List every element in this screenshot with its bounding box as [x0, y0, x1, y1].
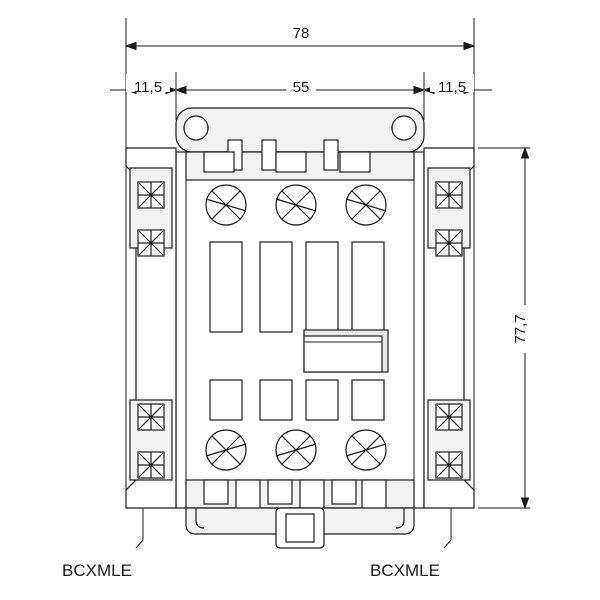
dimension-right-margin: 11,5	[422, 74, 492, 96]
center-nameplate-block	[303, 329, 389, 373]
terminal-screw-bottom-1	[205, 429, 247, 471]
din-rail-latch	[185, 507, 415, 549]
dimension-right-115-text: 11,5	[438, 79, 466, 96]
callout-leader-lines	[135, 508, 452, 549]
bottom-power-terminal-screws	[205, 429, 387, 471]
screw-lower-right-1	[435, 403, 463, 431]
top-terminal-cover	[175, 107, 425, 153]
screw-upper-left-1	[137, 181, 165, 209]
screw-lower-right-2	[435, 451, 463, 479]
screw-lower-left-1	[137, 403, 165, 431]
top-terminal-slots	[203, 139, 371, 173]
dimension-777-text: 77,7	[512, 314, 529, 343]
screw-upper-right-2	[435, 229, 463, 257]
screw-lower-left-2	[137, 451, 165, 479]
top-power-terminal-screws	[205, 184, 387, 226]
terminal-screw-top-2	[275, 184, 317, 226]
dimension-left-margin: 11,5	[110, 74, 178, 96]
dimension-left-115-text: 11,5	[134, 79, 162, 96]
dimension-78-text: 78	[293, 25, 310, 42]
dimension-overall-height: 77,7	[512, 146, 534, 510]
terminal-screw-top-1	[205, 184, 247, 226]
dimension-55-text: 55	[293, 79, 310, 96]
terminal-screw-top-3	[345, 184, 387, 226]
screw-upper-left-2	[137, 229, 165, 257]
terminal-screw-bottom-3	[345, 429, 387, 471]
screw-upper-right-1	[435, 181, 463, 209]
bracket-screws	[137, 181, 463, 479]
callout-label-right: BCXMLE	[370, 561, 440, 580]
terminal-screw-bottom-2	[275, 429, 317, 471]
callout-label-left: BCXMLE	[62, 561, 132, 580]
dimension-body-width: 55	[174, 74, 426, 96]
lower-face-windows	[209, 379, 385, 421]
upper-face-windows	[209, 241, 385, 333]
dimension-overall-width: 78	[124, 22, 476, 51]
